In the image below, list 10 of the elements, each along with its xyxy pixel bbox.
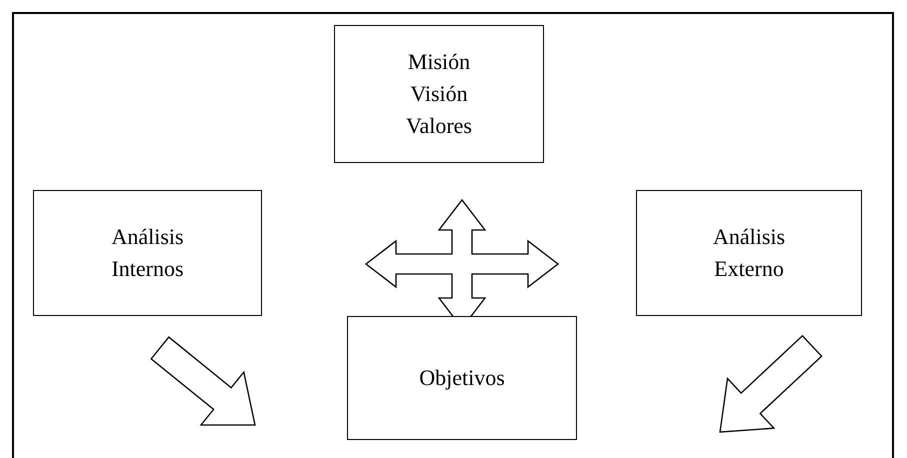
- box-label: Análisis Internos: [110, 223, 185, 283]
- box-label: Análisis Externo: [712, 223, 786, 283]
- text-box: [636, 190, 862, 316]
- box-label: Objetivos: [419, 364, 505, 392]
- block-arrow: [719, 334, 823, 433]
- box-label: Misión Visión Valores: [405, 48, 473, 140]
- text-box: [334, 25, 544, 163]
- text-box: [347, 316, 577, 440]
- text-box: [33, 190, 262, 316]
- block-arrow: [150, 336, 256, 426]
